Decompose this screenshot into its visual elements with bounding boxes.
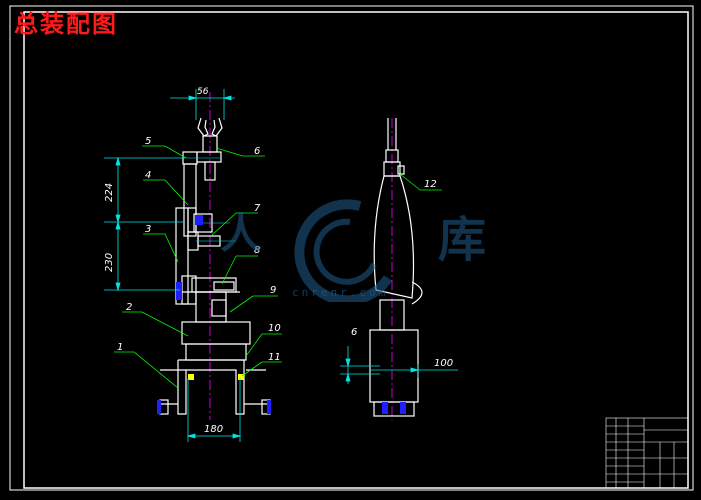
front-view: 56 <box>104 87 282 442</box>
label-part-8: 8 <box>254 245 260 256</box>
part-4-upper-column <box>183 163 197 237</box>
part-6-bracket <box>196 151 222 163</box>
side-arm <box>373 175 415 299</box>
label-part-1: 1 <box>117 342 123 353</box>
page-title: 总装配图 <box>14 10 118 38</box>
watermark-sub: cnrenr.com <box>292 286 389 299</box>
inner-frame <box>23 11 689 489</box>
dim-230-label: 230 <box>104 253 115 272</box>
label-part-7: 7 <box>254 203 261 214</box>
label-part-3: 3 <box>145 224 151 235</box>
label-part-4: 4 <box>145 170 151 181</box>
dim-56-label: 56 <box>197 87 209 97</box>
label-part-5: 5 <box>145 136 151 147</box>
label-part-12: 12 <box>424 179 437 190</box>
part-2-base <box>181 321 251 345</box>
label-part-2: 2 <box>126 302 132 313</box>
side-view: 6 100 12 <box>340 118 458 420</box>
dim-224-label: 224 <box>104 183 115 202</box>
label-part-11: 11 <box>268 352 281 363</box>
label-part-10: 10 <box>268 323 281 334</box>
dim-base-span <box>186 378 242 442</box>
label-part-9: 9 <box>270 285 276 296</box>
title-block <box>605 417 689 489</box>
outer-frame <box>9 5 694 491</box>
dim-100-label: 100 <box>434 358 453 369</box>
part-9-support <box>195 291 227 323</box>
dim-vertical <box>104 156 184 292</box>
dim-6-label: 6 <box>351 327 357 338</box>
dim-top-width <box>170 89 235 120</box>
dim-180-label: 180 <box>204 424 223 435</box>
label-part-6: 6 <box>254 146 260 157</box>
